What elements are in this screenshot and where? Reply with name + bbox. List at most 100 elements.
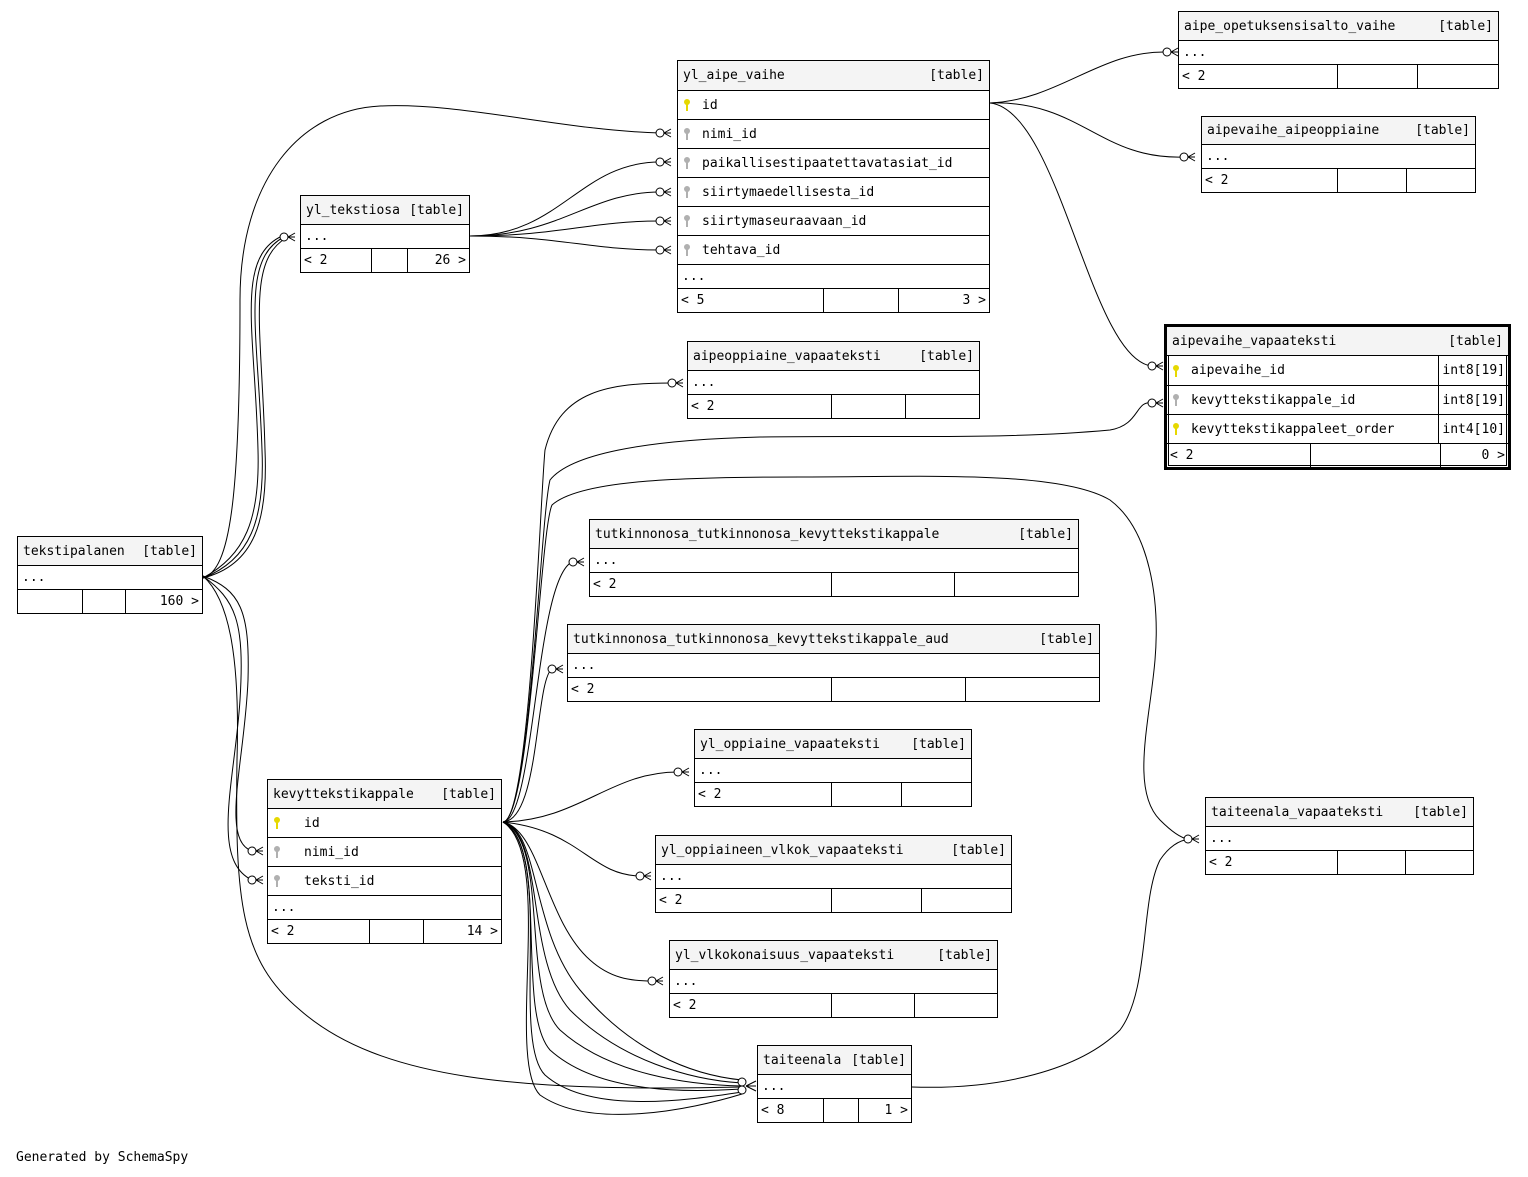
column-row[interactable]: tehtava_id bbox=[678, 236, 989, 265]
parent-count: < 2 bbox=[688, 395, 832, 418]
parent-count: < 2 bbox=[670, 994, 832, 1017]
table-kevyttekstikappale[interactable]: kevyttekstikappale[table] id nimi_id tek… bbox=[267, 779, 502, 944]
parent-count: < 2 bbox=[1167, 444, 1311, 467]
more-columns: ... bbox=[695, 759, 971, 783]
foreign-key-icon bbox=[678, 243, 696, 257]
table-taiteenala-vapaateksti[interactable]: taiteenala_vapaateksti [table] ... < 2 bbox=[1205, 797, 1474, 875]
column-row[interactable]: nimi_id bbox=[268, 838, 501, 867]
table-name: aipeoppiaine_vapaateksti bbox=[693, 348, 881, 364]
child-count: 14 > bbox=[466, 924, 498, 939]
parent-count bbox=[18, 590, 83, 613]
child-count bbox=[955, 573, 1078, 596]
edge-kevyt-to-taiteenala-3 bbox=[502, 821, 743, 1087]
edge-tekstiosa-to-paikallisesti bbox=[469, 161, 661, 237]
edge-tekstipalanen-to-kevyt-teksti bbox=[202, 575, 253, 881]
edge-kevyt-to-taiteenala-6 bbox=[502, 821, 743, 1115]
table-aipevaihe-aipeoppiaine[interactable]: aipevaihe_aipeoppiaine[table] ... < 2 bbox=[1201, 116, 1476, 193]
column-count bbox=[832, 573, 955, 596]
column-count bbox=[370, 920, 424, 943]
edge-yl-aipe-vaihe-to-aipevaihe-vapaateksti bbox=[989, 102, 1153, 367]
table-name: yl_oppiaineen_vlkok_vapaateksti bbox=[661, 842, 904, 858]
table-name: aipevaihe_vapaateksti bbox=[1172, 333, 1337, 349]
column-count bbox=[1338, 851, 1406, 874]
column-row[interactable]: teksti_id bbox=[268, 867, 501, 896]
column-row[interactable]: id bbox=[268, 809, 501, 838]
more-columns: ... bbox=[268, 896, 501, 920]
table-taiteenala[interactable]: taiteenala[table] ... < 8 1 > bbox=[757, 1045, 912, 1123]
more-columns: ... bbox=[656, 865, 1011, 889]
edge-tekstipalanen-to-tekstiosa-a bbox=[202, 236, 285, 579]
more-columns: ... bbox=[18, 566, 202, 590]
parent-count: < 2 bbox=[1206, 851, 1338, 874]
table-kind: [table] bbox=[951, 842, 1006, 858]
column-count bbox=[1338, 169, 1407, 192]
table-aipeoppiaine-vapaateksti[interactable]: aipeoppiaine_vapaateksti[table] ... < 2 bbox=[687, 341, 980, 419]
edge-tekstipalanen-to-kevyt-nimi bbox=[202, 575, 253, 852]
column-name: siirtymaseuraavaan_id bbox=[702, 213, 867, 229]
child-count: 26 > bbox=[434, 253, 466, 268]
table-aipevaihe-vapaateksti[interactable]: aipevaihe_vapaateksti[table] aipevaihe_i… bbox=[1164, 324, 1511, 470]
table-name: yl_aipe_vaihe bbox=[683, 68, 785, 83]
column-row[interactable]: siirtymaedellisesta_id bbox=[678, 178, 989, 207]
table-name: aipevaihe_aipeoppiaine bbox=[1207, 123, 1380, 138]
table-tekstipalanen[interactable]: tekstipalanen[table] ... 160 > bbox=[17, 536, 203, 614]
edge-kevyt-to-yl-vlkokonaisuus bbox=[502, 821, 653, 982]
column-count bbox=[824, 1099, 859, 1122]
column-name: nimi_id bbox=[702, 126, 757, 142]
table-yl-tekstiosa[interactable]: yl_tekstiosa[table] ... < 2 26 > bbox=[300, 195, 470, 273]
column-row[interactable]: id bbox=[678, 91, 989, 120]
parent-count: < 2 bbox=[656, 889, 832, 912]
parent-count: < 2 bbox=[590, 573, 832, 596]
edge-kevyt-to-aipeoppiaine-vapaateksti bbox=[502, 382, 673, 823]
foreign-key-icon bbox=[268, 874, 286, 888]
column-row[interactable]: nimi_id bbox=[678, 120, 989, 149]
column-count bbox=[832, 678, 966, 701]
column-name: paikallisestipaatettavatasiat_id bbox=[702, 155, 953, 171]
table-yl-vlkokonaisuus-vapaateksti[interactable]: yl_vlkokonaisuus_vapaateksti[table] ... … bbox=[669, 940, 998, 1018]
edge-yl-aipe-vaihe-to-aipe-opetuksensisalto bbox=[989, 51, 1169, 104]
edge-kevyt-to-tutkinnonosa-aud bbox=[502, 668, 553, 823]
table-kind: [table] bbox=[929, 68, 984, 83]
more-columns: ... bbox=[1206, 827, 1473, 851]
more-columns: ... bbox=[1202, 145, 1475, 169]
column-count bbox=[832, 395, 906, 418]
table-name: aipe_opetuksensisalto_vaihe bbox=[1184, 18, 1396, 34]
edge-tekstiosa-to-siirtymaseuraavaan bbox=[469, 220, 661, 237]
column-row[interactable]: paikallisestipaatettavatasiat_id bbox=[678, 149, 989, 178]
edge-kevyt-to-aipevaihe-vapaateksti bbox=[502, 402, 1153, 823]
table-tutkinnonosa-kevyttekstikappale[interactable]: tutkinnonosa_tutkinnonosa_kevyttekstikap… bbox=[589, 519, 1079, 597]
column-type: int8[19] bbox=[1438, 386, 1508, 414]
child-count bbox=[906, 395, 979, 418]
column-row[interactable]: siirtymaseuraavaan_id bbox=[678, 207, 989, 236]
table-name: taiteenala_vapaateksti bbox=[1211, 804, 1384, 820]
child-count: 0 > bbox=[1481, 448, 1505, 463]
table-kind: [table] bbox=[1413, 804, 1468, 820]
edge-kevyt-to-taiteenala-1 bbox=[502, 821, 743, 1081]
more-columns: ... bbox=[678, 265, 989, 289]
edge-tekstipalanen-to-taiteenala bbox=[202, 575, 743, 1089]
edge-kevyt-to-taiteenala-vapaateksti bbox=[502, 475, 1189, 840]
primary-key-icon bbox=[1167, 364, 1185, 378]
table-name: taiteenala bbox=[763, 1052, 842, 1068]
table-yl-oppiaine-vapaateksti[interactable]: yl_oppiaine_vapaateksti[table] ... < 2 bbox=[694, 729, 972, 807]
table-aipe-opetuksensisalto-vaihe[interactable]: aipe_opetuksensisalto_vaihe[table] ... <… bbox=[1178, 11, 1499, 89]
column-name: siirtymaedellisesta_id bbox=[702, 184, 875, 200]
column-type: int8[19] bbox=[1438, 356, 1508, 385]
table-yl-oppiaineen-vlkok-vapaateksti[interactable]: yl_oppiaineen_vlkok_vapaateksti [table] .… bbox=[655, 835, 1012, 913]
column-count bbox=[832, 889, 922, 912]
more-columns: ... bbox=[301, 225, 469, 249]
primary-key-icon bbox=[268, 816, 286, 830]
edge-tekstipalanen-to-tekstiosa-b bbox=[202, 237, 287, 579]
table-tutkinnonosa-kevyttekstikappale-aud[interactable]: tutkinnonosa_tutkinnonosa_kevyttekstikap… bbox=[567, 624, 1100, 702]
table-yl-aipe-vaihe[interactable]: yl_aipe_vaihe [table] id nimi_id paikalli… bbox=[677, 60, 990, 313]
column-count bbox=[832, 994, 915, 1017]
parent-count: < 2 bbox=[301, 249, 372, 272]
column-name: id bbox=[702, 97, 718, 113]
more-columns: ... bbox=[758, 1075, 911, 1099]
edge-kevyt-to-taiteenala-2 bbox=[502, 821, 743, 1084]
parent-count: < 5 bbox=[678, 289, 824, 312]
